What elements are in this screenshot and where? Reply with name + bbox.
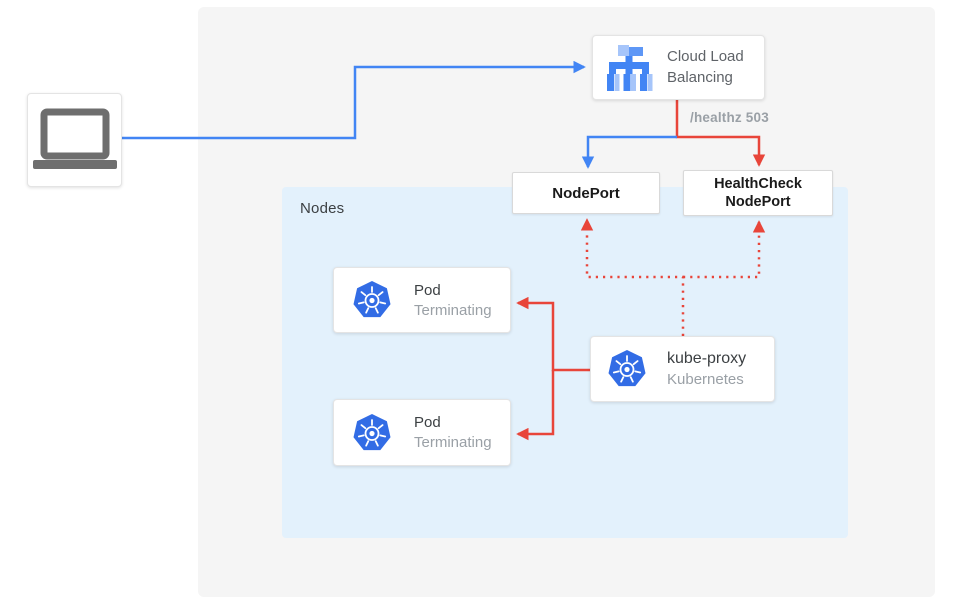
cloud-load-balancing-node: Cloud Load Balancing [592,35,765,100]
kubernetes-icon [608,350,646,387]
pod-title: Pod [414,281,441,299]
cloud-load-balancing-label: Cloud Load Balancing [667,48,744,86]
laptop-icon [32,108,117,169]
kube-proxy-subtitle: Kubernetes [667,371,744,388]
pod-labels: Pod Terminating [414,414,492,451]
healthz-status-label: /healthz 503 [690,110,769,125]
pod-status: Terminating [414,301,492,319]
pod-title: Pod [414,414,441,431]
cloud-load-balancing-icon [607,44,653,91]
kube-proxy-labels: kube-proxy Kubernetes [667,350,746,388]
pod-status: Terminating [414,434,492,451]
nodes-panel-label: Nodes [300,200,345,217]
kubernetes-icon [353,413,391,450]
kube-proxy-node: kube-proxy Kubernetes [590,336,775,402]
healthcheck-nodeport-node: HealthCheck NodePort [683,170,833,216]
pod-node-2: Pod Terminating [333,399,511,466]
kube-proxy-title: kube-proxy [667,350,747,367]
pod-node-1: Pod Terminating [333,267,511,333]
client-node [27,93,122,187]
nodeport-node: NodePort [512,172,660,214]
kubernetes-icon [353,281,391,318]
pod-labels: Pod Terminating [414,282,492,319]
